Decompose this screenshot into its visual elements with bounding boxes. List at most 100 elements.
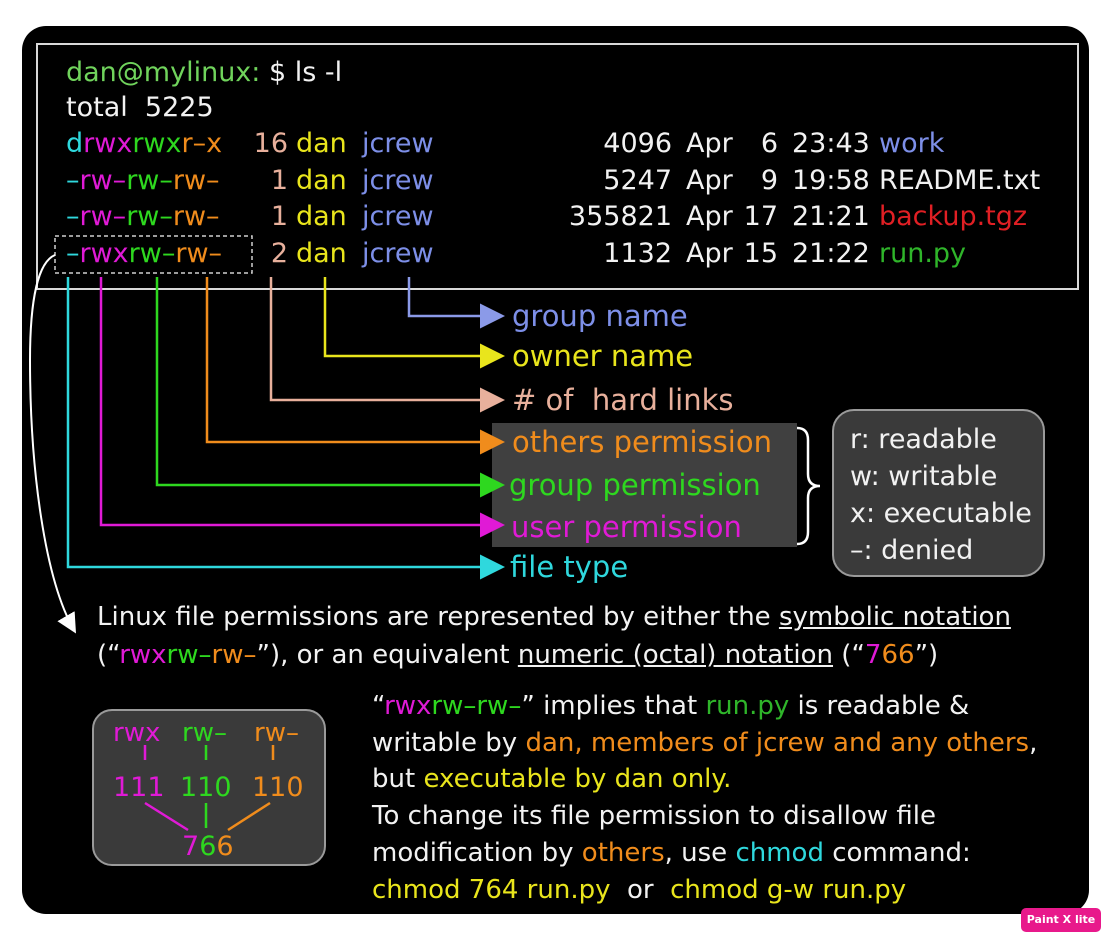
- group: jcrew: [362, 201, 434, 232]
- hard-links: 1: [270, 201, 288, 232]
- month: Apr: [686, 201, 733, 232]
- month: Apr: [686, 165, 733, 196]
- perm-others: rw–: [172, 201, 220, 232]
- executable-by: executable by dan only.: [423, 764, 732, 794]
- text: ”): [914, 640, 939, 670]
- row-permissions: –rwxrw–rw–: [66, 237, 222, 271]
- text: “: [372, 691, 385, 721]
- permission-labels-highlight: [492, 423, 797, 547]
- octal-digit-others: 6: [216, 831, 234, 862]
- perm-user: rw–: [79, 165, 127, 196]
- command-symbolic: chmod g-w run.py: [670, 875, 907, 905]
- writable-by: dan, members of jcrew and any others: [525, 728, 1030, 758]
- explanation-line-2: (“rwxrw–rw–”), or an equivalent numeric …: [97, 637, 938, 673]
- explanation-line-1: Linux file permissions are represented b…: [97, 599, 1011, 635]
- perm-others: r–x: [181, 128, 223, 159]
- day: 6: [760, 128, 778, 159]
- text: modification by: [372, 838, 582, 868]
- permission-legend: r: readable w: writable x: executable –:…: [832, 409, 1045, 577]
- perm-user: rwx: [119, 640, 167, 670]
- command-octal: chmod 764 run.py: [372, 875, 611, 905]
- text: (“: [833, 640, 865, 670]
- text: is readable &: [789, 691, 970, 721]
- group: jcrew: [362, 238, 434, 269]
- perm-user: rwx: [79, 238, 129, 269]
- month: Apr: [686, 238, 733, 269]
- text: command:: [823, 838, 971, 868]
- file-name: run.py: [879, 238, 967, 269]
- note-line-5: modification by others, use chmod comman…: [372, 835, 971, 871]
- day: 17: [743, 201, 778, 232]
- month: Apr: [686, 128, 733, 159]
- octal-bits-user: 111: [113, 772, 165, 803]
- text: but: [372, 764, 424, 794]
- total-line: total 5225: [66, 92, 214, 123]
- octal-bits-group: 110: [180, 772, 232, 803]
- hard-links: 1: [270, 165, 288, 196]
- perm-user: rwx: [83, 128, 133, 159]
- note-line-6: chmod 764 run.py or chmod g-w run.py: [372, 872, 906, 908]
- owner: dan: [296, 201, 347, 232]
- file-name: backup.tgz: [879, 201, 1028, 232]
- owner: dan: [296, 128, 347, 159]
- text: , use: [664, 838, 736, 868]
- terminal-output-box: [36, 43, 1079, 290]
- numeric-notation-term: numeric (octal) notation: [517, 640, 834, 670]
- day: 9: [760, 165, 778, 196]
- octal-result: 766: [182, 830, 234, 864]
- row-permissions: –rw–rw–rw–: [66, 164, 220, 198]
- watermark-badge: Paint X lite: [1021, 908, 1101, 932]
- label-hard-links: # of hard links: [512, 383, 734, 417]
- prompt-command: $ ls -l: [260, 57, 343, 88]
- text: (“: [97, 640, 120, 670]
- label-user-permission: user permission: [511, 510, 742, 544]
- perm-type: d: [66, 128, 84, 159]
- text: Linux file permissions are represented b…: [97, 602, 779, 632]
- symbolic-notation-term: symbolic notation: [778, 602, 1011, 632]
- row-permissions: –rw–rw–rw–: [66, 200, 220, 234]
- perm-type: –: [66, 238, 80, 269]
- octal-conversion-box: rwx rw– rw– 111 110 110 766: [92, 709, 326, 866]
- note-line-4: To change its file permission to disallo…: [372, 801, 936, 831]
- highlight-dashed-box: [54, 235, 253, 274]
- perm-group: rw–: [166, 640, 212, 670]
- octal-group-group: rw–: [182, 718, 227, 748]
- owner: dan: [296, 165, 347, 196]
- file-size: 4096: [603, 128, 672, 159]
- group: jcrew: [362, 128, 434, 159]
- perm-group: rwx: [132, 128, 182, 159]
- time: 21:22: [792, 238, 870, 269]
- note-line-1: “rwxrw–rw–” implies that run.py is reada…: [372, 688, 969, 724]
- octal-group-others: rw–: [254, 718, 299, 748]
- octal-digit-group: 6: [199, 831, 217, 862]
- perm-group-others: rw–rw–: [431, 691, 522, 721]
- file-size: 355821: [568, 201, 672, 232]
- text: or: [610, 875, 671, 905]
- perm-group: rw–: [126, 165, 173, 196]
- text: ” implies that: [521, 691, 706, 721]
- text: ,: [1029, 728, 1038, 758]
- row-permissions: drwxrwxr–x: [66, 127, 222, 161]
- label-group-permission: group permission: [509, 468, 761, 502]
- note-line-3: but executable by dan only.: [372, 761, 731, 797]
- label-file-type: file type: [510, 550, 629, 584]
- legend-writable: w: writable: [850, 461, 998, 492]
- terminal-prompt: dan@mylinux: $ ls -l: [66, 56, 342, 90]
- chmod-term: chmod: [735, 838, 824, 868]
- time: 21:21: [792, 201, 870, 232]
- octal-bits-others: 110: [252, 772, 304, 803]
- perm-others: rw–: [175, 238, 223, 269]
- octal-group-user: rwx: [113, 718, 161, 748]
- note-line-2: writable by dan, members of jcrew and an…: [372, 725, 1037, 761]
- perm-user: rw–: [79, 201, 127, 232]
- prompt-user: dan@mylinux:: [66, 57, 261, 88]
- octal-group-others: 66: [881, 640, 915, 670]
- legend-executable: x: executable: [850, 498, 1032, 529]
- hard-links: 16: [253, 128, 288, 159]
- perm-group: rw–: [128, 238, 176, 269]
- label-others-permission: others permission: [512, 425, 772, 459]
- day: 15: [743, 238, 778, 269]
- file-name: README.txt: [879, 165, 1041, 196]
